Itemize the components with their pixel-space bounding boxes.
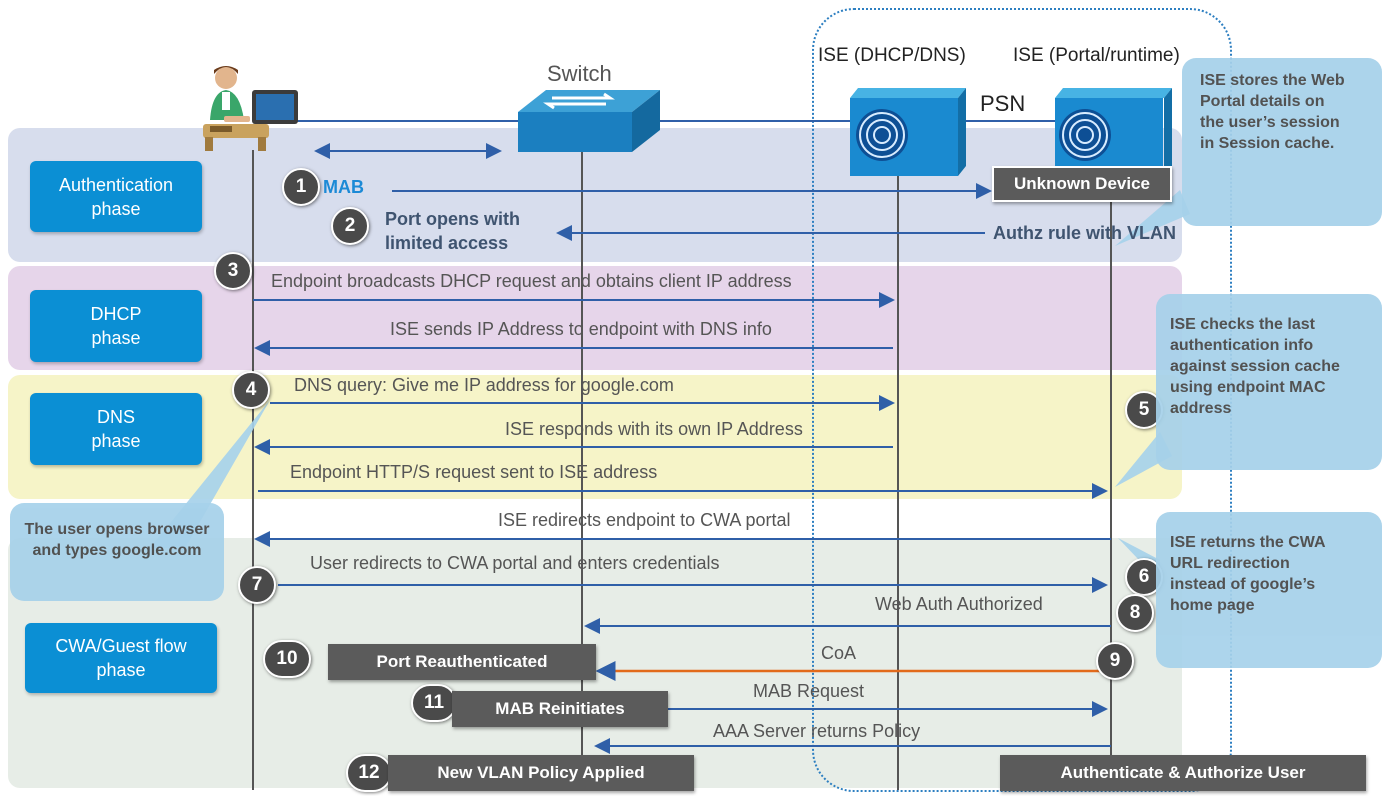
callout-web-portal: ISE stores the Web Portal details on the… bbox=[1182, 58, 1382, 226]
phase-cwa: CWA/Guest flow phase bbox=[25, 623, 217, 693]
callout-returns-url: ISE returns the CWA URL redirection inst… bbox=[1156, 512, 1382, 668]
coa-label: CoA bbox=[821, 643, 857, 663]
dhcp-request-label: Endpoint broadcasts DHCP request and obt… bbox=[271, 271, 792, 291]
dns-reply-label: ISE responds with its own IP Address bbox=[505, 419, 803, 439]
ise-dhcp-server-icon bbox=[850, 88, 966, 176]
switch-label: Switch bbox=[547, 61, 612, 86]
step-12: 12 bbox=[346, 754, 392, 792]
step-1: 1 bbox=[282, 168, 320, 206]
callout-user-opens-text: The user opens browser and types google.… bbox=[24, 521, 210, 559]
ise-portal-server-icon bbox=[1055, 88, 1172, 176]
authenticate-authorize-box: Authenticate & Authorize User bbox=[1000, 755, 1366, 791]
psn-label: PSN bbox=[980, 91, 1026, 116]
redirect-label: ISE redirects endpoint to CWA portal bbox=[498, 510, 791, 530]
ise-dhcp-label: ISE (DHCP/DNS) bbox=[818, 45, 966, 66]
switch-icon bbox=[518, 90, 660, 152]
step-7: 7 bbox=[238, 566, 276, 604]
phase-dns: DNS phase bbox=[30, 393, 202, 465]
port-opens-label: Port opens with limited access bbox=[385, 209, 520, 253]
new-vlan-box: New VLAN Policy Applied bbox=[388, 755, 694, 791]
callout-pointer-portal bbox=[1115, 190, 1190, 246]
unknown-device-box: Unknown Device bbox=[992, 166, 1172, 202]
step-4: 4 bbox=[232, 371, 270, 409]
callout-returns-url-text: ISE returns the CWA URL redirection inst… bbox=[1170, 534, 1325, 614]
aaa-policy-label: AAA Server returns Policy bbox=[713, 721, 921, 741]
step-3: 3 bbox=[214, 252, 252, 290]
callout-checks: ISE checks the last authentication info … bbox=[1156, 294, 1382, 470]
port-reauthenticated-box: Port Reauthenticated bbox=[328, 644, 596, 680]
mab-request-label: MAB Request bbox=[753, 681, 865, 701]
step-11: 11 bbox=[411, 684, 457, 722]
dhcp-band bbox=[8, 266, 1182, 370]
callout-user-opens: The user opens browser and types google.… bbox=[10, 503, 224, 601]
web-auth-label: Web Auth Authorized bbox=[875, 594, 1043, 614]
ise-portal-label: ISE (Portal/runtime) bbox=[1013, 45, 1180, 66]
user-computer-icon bbox=[203, 66, 298, 151]
dhcp-reply-label: ISE sends IP Address to endpoint with DN… bbox=[390, 319, 772, 339]
step-9: 9 bbox=[1096, 642, 1134, 680]
step-8: 8 bbox=[1116, 594, 1154, 632]
callout-web-portal-text: ISE stores the Web Portal details on the… bbox=[1200, 72, 1345, 152]
step-10: 10 bbox=[263, 640, 311, 678]
step-2: 2 bbox=[331, 207, 369, 245]
dns-band bbox=[8, 375, 1182, 499]
mab-label: MAB bbox=[323, 177, 364, 197]
http-request-label: Endpoint HTTP/S request sent to ISE addr… bbox=[290, 462, 658, 482]
callout-checks-text: ISE checks the last authentication info … bbox=[1170, 316, 1340, 417]
mab-reinitiates-box: MAB Reinitiates bbox=[452, 691, 668, 727]
phase-authentication: Authentication phase bbox=[30, 161, 202, 232]
user-redirect-label: User redirects to CWA portal and enters … bbox=[310, 553, 720, 573]
phase-dhcp: DHCP phase bbox=[30, 290, 202, 362]
authz-rule-label: Authz rule with VLAN bbox=[993, 223, 1176, 243]
dns-query-label: DNS query: Give me IP address for google… bbox=[294, 375, 674, 395]
